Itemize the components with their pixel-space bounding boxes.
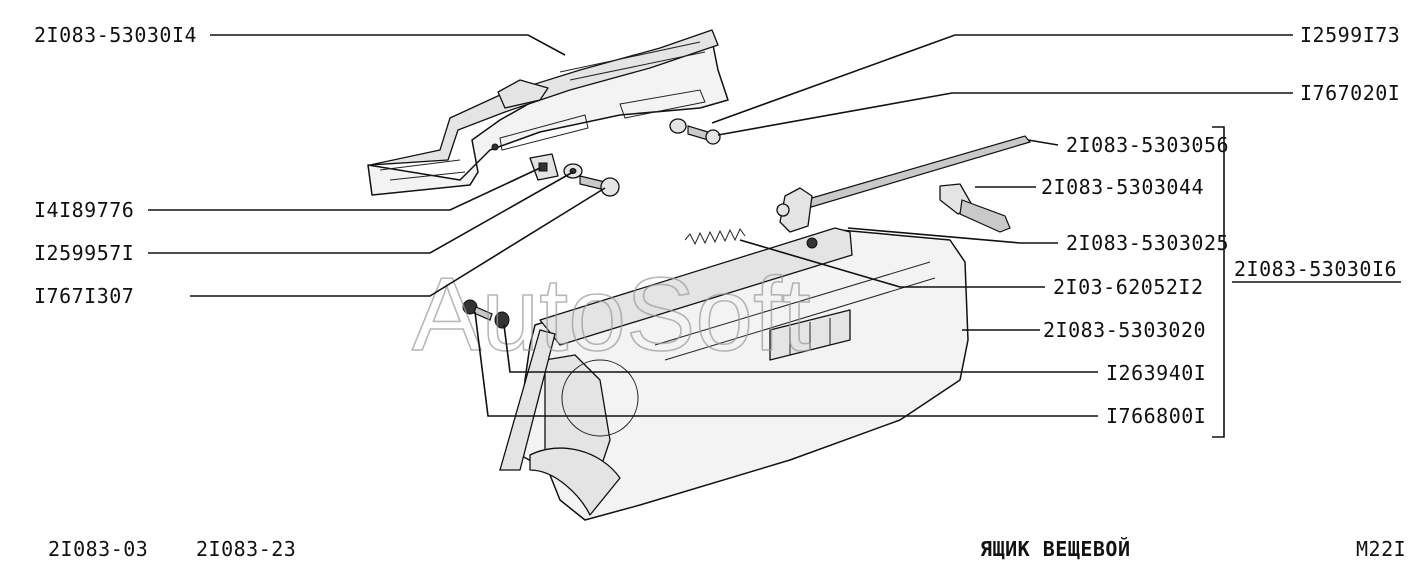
diagram-title: ЯЩИК ВЕЩЕВОЙ [980, 537, 1131, 561]
clip-nut-part [529, 153, 559, 181]
right-labels: I2599I73 I767020I 2I083-5303056 2I083-53… [1041, 23, 1400, 428]
latch-pivot-part [806, 237, 818, 249]
button-knob-part [939, 183, 1011, 233]
part-label-right-3: 2I083-5303056 [1066, 133, 1229, 157]
screw-part-bottom-1 [462, 299, 493, 321]
model-code-2: 2I083-23 [196, 537, 296, 561]
model-code-1: 2I083-03 [48, 537, 148, 561]
part-label-right-5: 2I083-5303025 [1066, 231, 1229, 255]
part-label-left-1: 2I083-53030I4 [34, 23, 197, 47]
screw-part-bottom-2 [494, 311, 510, 329]
glove-box-lid-part [499, 227, 969, 521]
part-label-left-2: I4I89776 [34, 198, 134, 222]
screw-part-left [579, 175, 620, 197]
left-labels: 2I083-53030I4 I4I89776 I259957I I767I307 [34, 23, 197, 308]
part-label-right-8: I263940I [1106, 361, 1206, 385]
part-label-left-4: I767I307 [34, 284, 134, 308]
screw-part-top-right [669, 118, 721, 145]
part-label-right-1: I2599I73 [1300, 23, 1400, 47]
part-label-right-7: 2I083-5303020 [1043, 318, 1206, 342]
part-label-right-6: 2I03-62052I2 [1053, 275, 1204, 299]
rod-part [776, 135, 1032, 233]
leader-lines [148, 34, 1401, 438]
upper-housing-part [367, 29, 729, 196]
part-label-right-9: I766800I [1106, 404, 1206, 428]
assembly-label: 2I083-53030I6 [1234, 257, 1397, 281]
spring-part [684, 228, 746, 246]
part-label-left-3: I259957I [34, 241, 134, 265]
watermark-text: AutoSoft [412, 257, 811, 373]
page-code: М22I [1356, 537, 1406, 561]
footer: 2I083-03 2I083-23 ЯЩИК ВЕЩЕВОЙ М22I [48, 537, 1406, 561]
part-label-right-2: I767020I [1300, 81, 1400, 105]
part-label-right-4: 2I083-5303044 [1041, 175, 1204, 199]
